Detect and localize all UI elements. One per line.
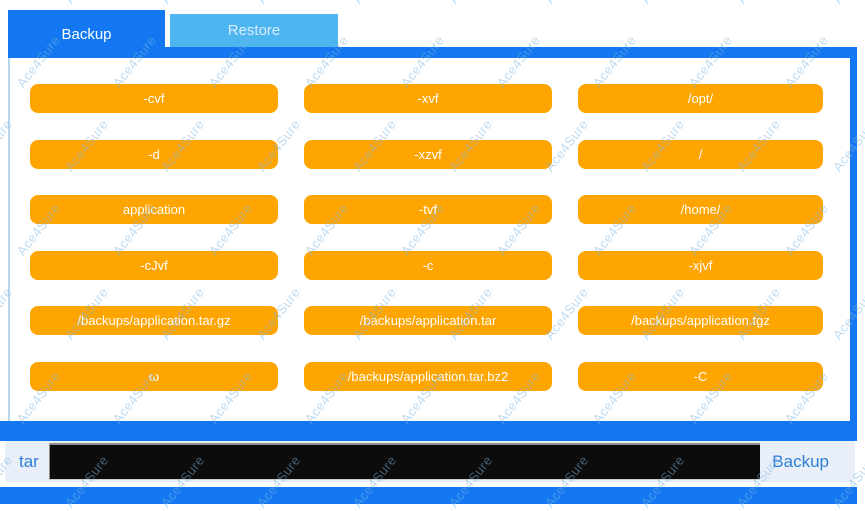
- option-button[interactable]: /opt/: [578, 84, 823, 113]
- option-button[interactable]: /: [578, 139, 823, 169]
- option-button[interactable]: -cJvf: [30, 250, 278, 280]
- option-button[interactable]: -cvf: [30, 84, 278, 113]
- tab-restore[interactable]: Restore: [170, 14, 338, 47]
- content-left-border: [8, 58, 10, 421]
- command-input[interactable]: [48, 443, 761, 480]
- options-grid: -cvf -xvf /opt/ -d -xzvf / application -…: [30, 84, 823, 391]
- option-button[interactable]: -C: [578, 361, 823, 391]
- option-button[interactable]: -c: [304, 250, 552, 280]
- bottom-band-lower: [0, 487, 857, 504]
- option-button[interactable]: ω: [30, 361, 278, 391]
- option-button[interactable]: /backups/application.tar.gz: [30, 306, 278, 335]
- tab-restore-label: Restore: [227, 22, 281, 39]
- content-right-border: [850, 47, 857, 421]
- command-action-label: Backup: [772, 451, 829, 471]
- tab-backup-label: Backup: [61, 25, 112, 43]
- option-button[interactable]: /backups/application.tar.bz2: [304, 361, 552, 391]
- tab-underline-band: [8, 47, 857, 58]
- command-strip: tar Backup: [5, 441, 855, 482]
- option-button[interactable]: -xjvf: [578, 250, 823, 280]
- option-button[interactable]: application: [30, 195, 278, 224]
- option-button[interactable]: /home/: [578, 195, 823, 224]
- option-button[interactable]: -xvf: [304, 84, 552, 113]
- command-prefix-label: tar: [19, 451, 39, 471]
- option-button[interactable]: -d: [30, 139, 278, 169]
- option-button[interactable]: /backups/application.tar: [304, 306, 552, 335]
- option-button[interactable]: /backups/application.tgz: [578, 306, 823, 335]
- option-button[interactable]: -xzvf: [304, 139, 552, 169]
- bottom-band-upper: [0, 421, 857, 441]
- option-button[interactable]: -tvf: [304, 195, 552, 224]
